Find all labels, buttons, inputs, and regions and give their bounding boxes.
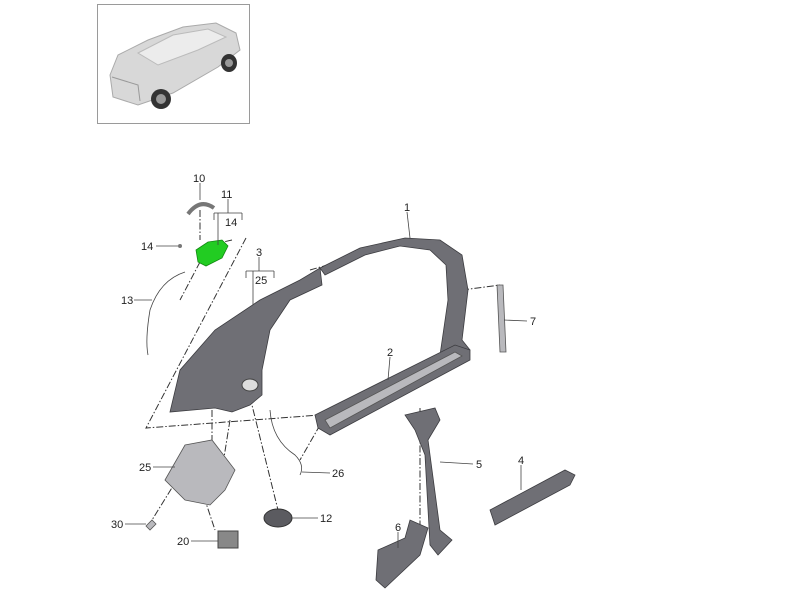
callout-2[interactable]: 2 — [387, 347, 393, 359]
part-4-sill-reinforcement[interactable] — [489, 469, 576, 526]
part-6-a-pillar-lower[interactable] — [375, 519, 429, 589]
callout-3-sub-25[interactable]: 25 — [255, 275, 267, 287]
callout-30[interactable]: 30 — [111, 519, 123, 531]
part-3-quarter-panel[interactable] — [169, 267, 323, 413]
callout-6[interactable]: 6 — [395, 522, 401, 534]
callout-11[interactable]: 11 — [221, 189, 232, 201]
callout-26[interactable]: 26 — [332, 468, 344, 480]
callout-13[interactable]: 13 — [121, 295, 133, 307]
callout-25[interactable]: 25 — [139, 462, 151, 474]
part-7-bracket[interactable] — [496, 284, 507, 353]
callout-5[interactable]: 5 — [476, 459, 482, 471]
part-11-highlighted[interactable] — [195, 239, 229, 267]
callout-12[interactable]: 12 — [320, 513, 332, 525]
part-20-vent[interactable] — [217, 530, 239, 549]
callout-10[interactable]: 10 — [193, 173, 205, 185]
vehicle-overview-thumbnail — [97, 4, 250, 124]
part-30-clip[interactable] — [145, 519, 157, 531]
part-12-fuel-flap[interactable] — [263, 508, 293, 528]
callout-14[interactable]: 14 — [141, 241, 153, 253]
car-illustration — [109, 22, 241, 109]
part-5-b-pillar[interactable] — [404, 407, 453, 556]
part-26-cable[interactable] — [269, 409, 303, 476]
leader-lines — [125, 183, 528, 548]
part-10-handle[interactable] — [186, 202, 216, 216]
part-14-screw[interactable] — [178, 244, 182, 248]
callout-7[interactable]: 7 — [530, 316, 536, 328]
callout-4[interactable]: 4 — [518, 455, 524, 467]
part-25-bracket[interactable] — [164, 439, 236, 506]
callout-20[interactable]: 20 — [177, 536, 189, 548]
part-2-sill-inner — [324, 351, 463, 429]
callout-3[interactable]: 3 — [256, 247, 262, 259]
part-13-cable[interactable] — [146, 271, 186, 356]
callout-1[interactable]: 1 — [404, 202, 410, 214]
fuel-door-opening — [241, 378, 259, 392]
callout-11-sub-14[interactable]: 14 — [225, 217, 237, 229]
